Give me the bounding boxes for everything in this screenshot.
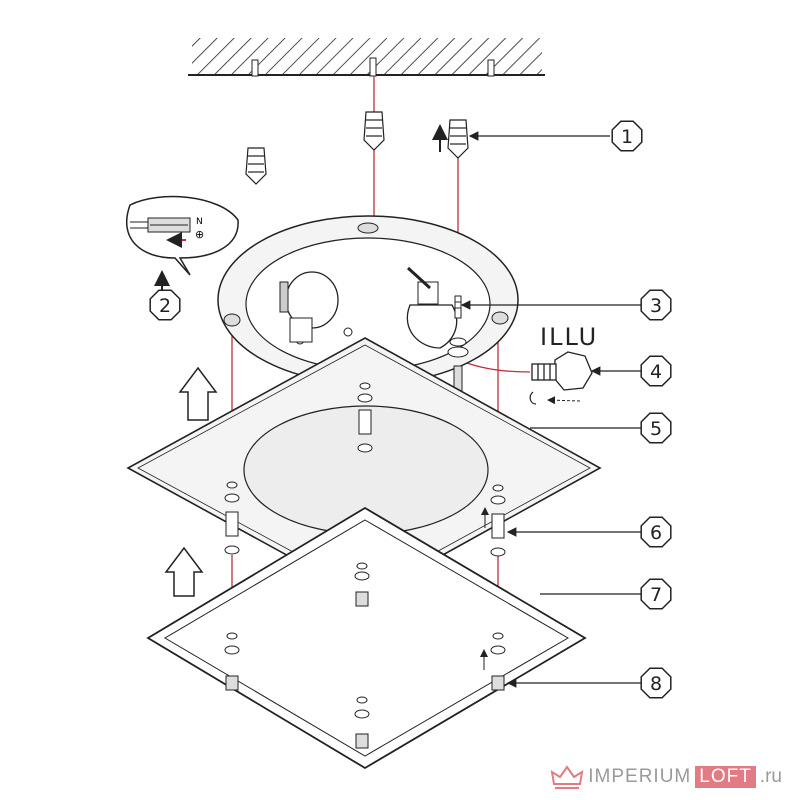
callout-octagon — [640, 355, 672, 387]
callout-octagon — [640, 289, 672, 321]
ceiling — [188, 38, 545, 77]
illu-label: ILLU — [540, 323, 598, 351]
callout-2: 2 — [149, 289, 181, 321]
callout-1: 1 — [611, 120, 643, 152]
callout-leaders — [460, 131, 641, 688]
plate-fixings — [224, 382, 506, 557]
watermark-brand-b: LOFT — [695, 766, 756, 788]
callout-number: 4 — [650, 361, 662, 383]
base-plate — [126, 337, 602, 599]
up-arrow-large-1 — [178, 366, 218, 421]
wiring-n-label: N — [196, 217, 203, 227]
callout-octagon — [640, 516, 672, 548]
callout-number: 2 — [159, 295, 171, 317]
finial-screws — [224, 562, 506, 749]
rotate-arrow — [529, 391, 537, 405]
callout-3: 3 — [640, 289, 672, 321]
callout-4: 4 — [640, 355, 672, 387]
callout-octagon — [611, 120, 643, 152]
callout-octagon — [640, 667, 672, 699]
callout-number: 3 — [650, 295, 662, 317]
callout-6: 6 — [640, 516, 672, 548]
watermark-brand-a: IMPERIUM — [588, 766, 692, 787]
callout-number: 7 — [650, 584, 662, 606]
callout-7: 7 — [640, 578, 672, 610]
crown-logo-icon — [550, 765, 584, 789]
callout-8: 8 — [640, 667, 672, 699]
glass-panel — [146, 506, 587, 770]
callout-number: 1 — [621, 126, 633, 148]
callout-5: 5 — [640, 412, 672, 444]
wiring-ground-label: ⊕ — [195, 228, 204, 241]
light-bulb — [531, 351, 593, 391]
up-arrow-large-2 — [164, 546, 204, 597]
watermark: IMPERIUM LOFT .ru — [550, 764, 782, 790]
callout-group: 1 2 3 4 5 6 7 8 — [149, 120, 672, 699]
callout-octagon — [640, 412, 672, 444]
wiring-inset: N ⊕ — [125, 195, 239, 276]
callout-number: 5 — [650, 418, 662, 440]
callout-number: 6 — [650, 522, 662, 544]
wall-plug — [245, 111, 469, 185]
callout-octagon — [149, 289, 181, 321]
callout-octagon — [640, 578, 672, 610]
callout-number: 8 — [650, 673, 662, 695]
watermark-tld: .ru — [759, 766, 782, 787]
